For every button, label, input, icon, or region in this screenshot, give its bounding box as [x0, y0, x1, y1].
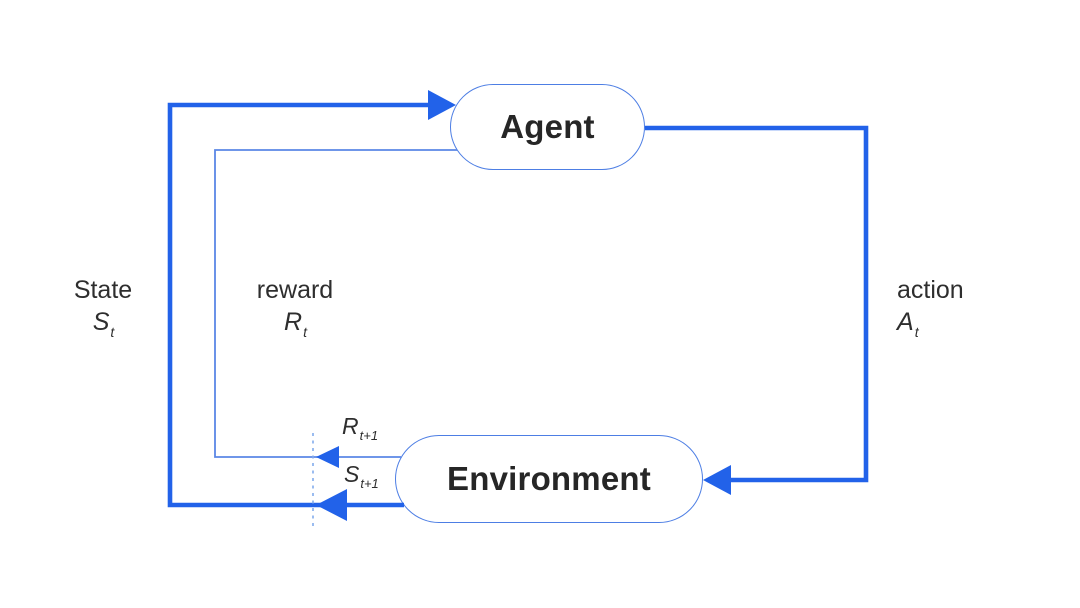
next-state-symbol: S — [344, 461, 360, 487]
state-subscript: t — [110, 324, 115, 340]
next-reward-symbol: R — [342, 413, 359, 439]
next-state-arrowhead-at-boundary-icon — [316, 489, 347, 521]
action-symbol: A — [897, 308, 914, 336]
node-environment-label: Environment — [447, 460, 651, 497]
state-edge-label: State St — [43, 274, 163, 340]
reward-edge-label: reward Rt — [235, 274, 355, 340]
state-symbol: S — [92, 308, 110, 336]
action-symbol-line: At — [897, 306, 1017, 340]
action-edge-label: action At — [897, 274, 1017, 340]
reward-symbol: R — [284, 308, 303, 336]
next-state-subscript: t+1 — [360, 476, 379, 491]
next-reward-label: Rt+1 — [342, 413, 378, 442]
action-line — [645, 125, 869, 483]
reward-subscript: t — [303, 324, 307, 340]
action-word: action — [897, 276, 964, 304]
next-reward-subscript: t+1 — [359, 428, 379, 443]
node-environment: Environment — [395, 435, 703, 523]
next-state-label: St+1 — [344, 461, 379, 490]
action-subscript: t — [914, 324, 919, 340]
node-agent: Agent — [450, 84, 645, 170]
state-symbol-line: St — [43, 306, 163, 340]
node-agent-label: Agent — [500, 108, 595, 145]
action-arrowhead-into-environment-icon — [703, 465, 731, 495]
reward-symbol-line: Rt — [235, 306, 355, 340]
next-reward-arrowhead-at-boundary-icon — [316, 446, 339, 468]
reward-word: reward — [256, 276, 334, 304]
state-word: State — [73, 276, 133, 304]
